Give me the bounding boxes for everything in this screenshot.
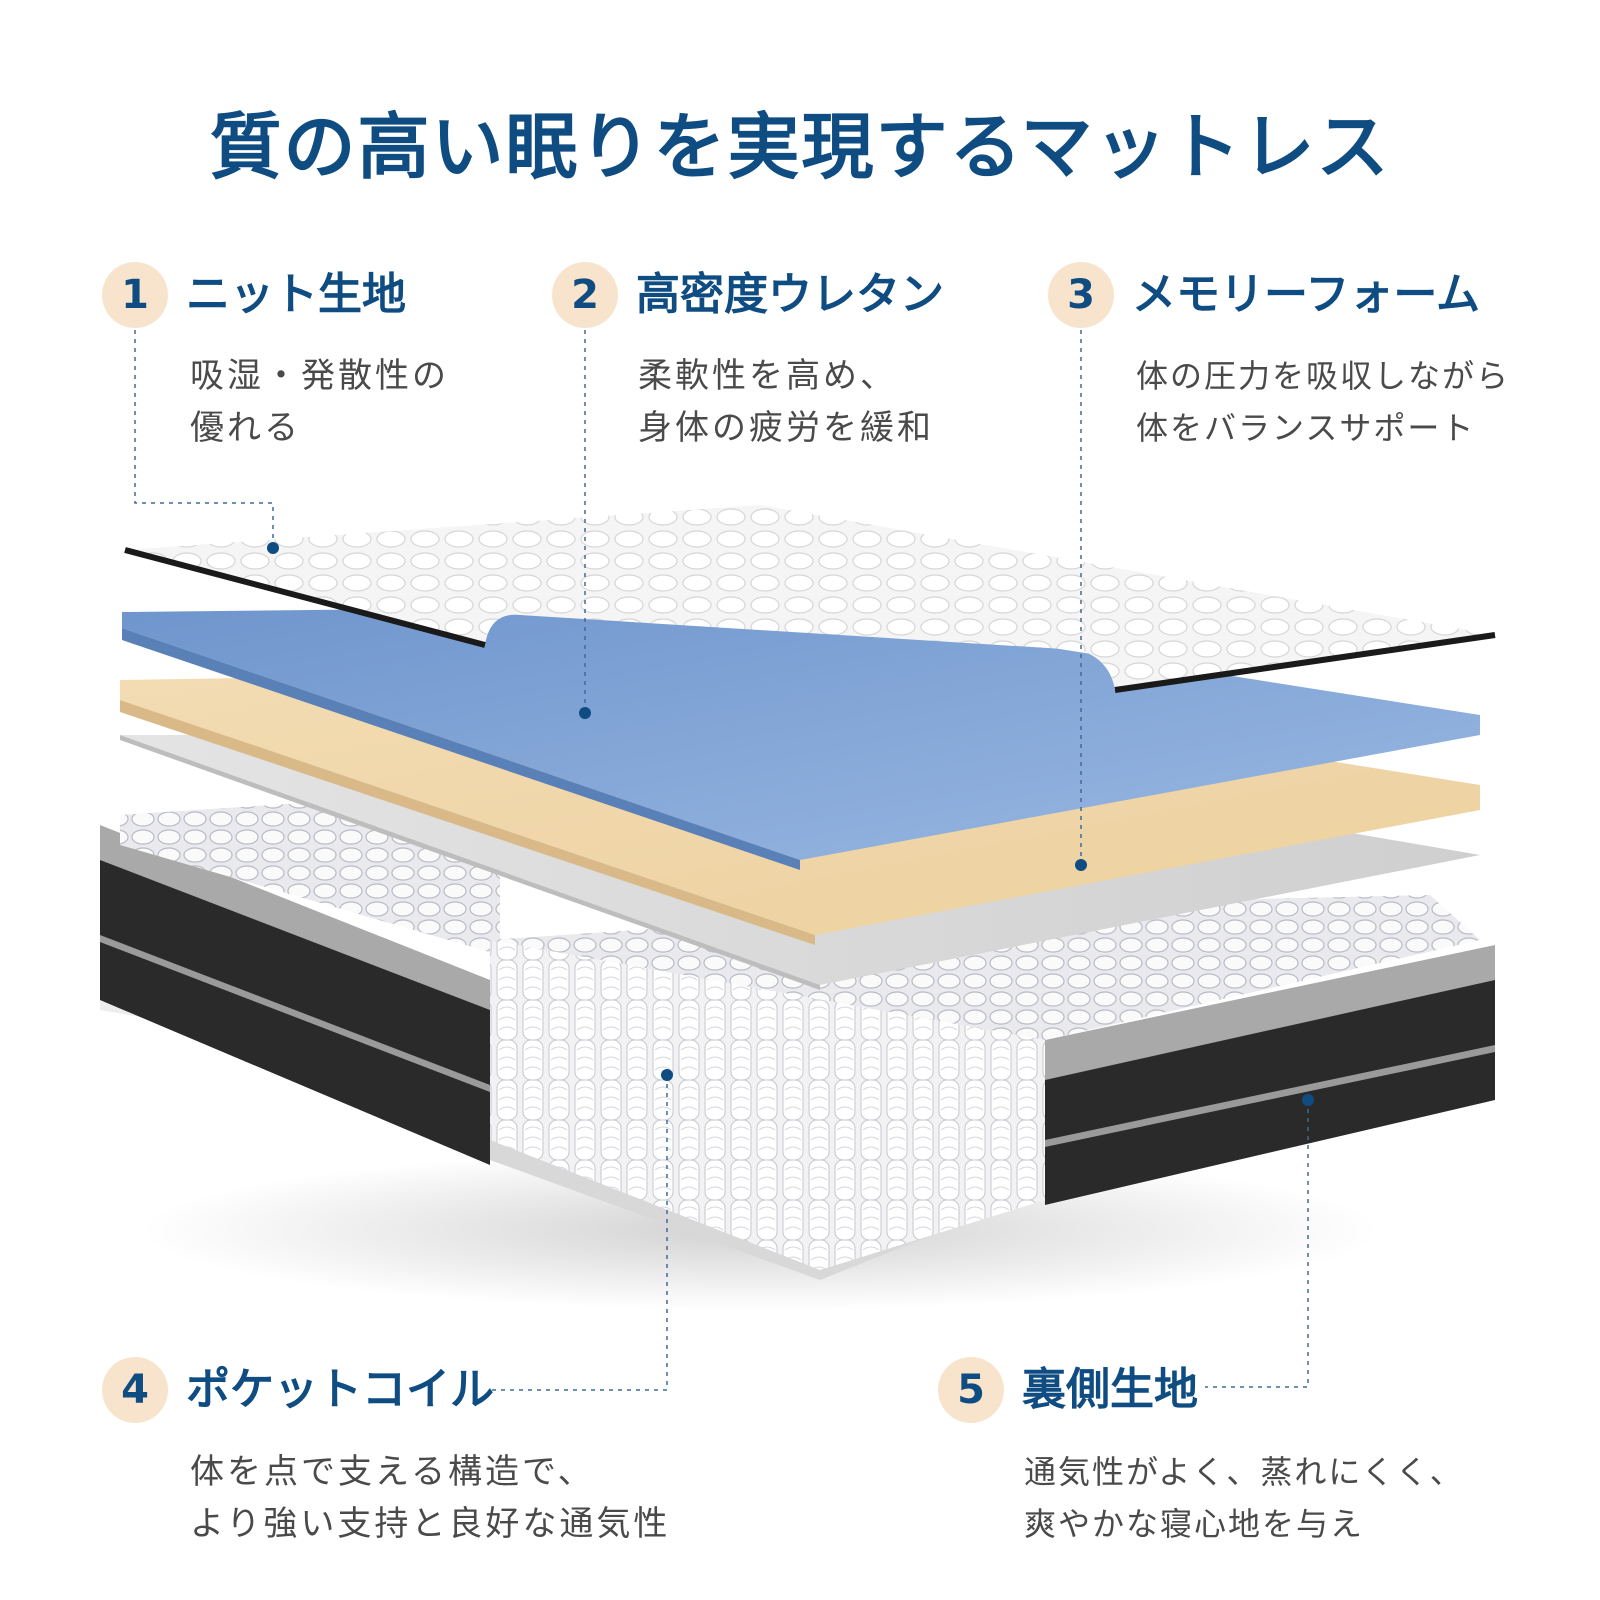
feature-number-badge: 5 [938, 1357, 1004, 1423]
description-line: 体をバランスサポート [1136, 409, 1476, 447]
leader-dot-4 [661, 1069, 673, 1081]
description-line: 優れる [190, 408, 301, 448]
felt-layer-edge [120, 735, 820, 990]
leader-dots [267, 542, 1314, 1106]
feature-description: 体を点で支える構造で、 より強い支持と良好な通気性 [190, 1446, 670, 1550]
urethane-edge [122, 628, 800, 870]
right-border-panel [1045, 955, 1495, 1205]
feature-description: 体の圧力を吸収しながら 体をバランスサポート [1136, 350, 1510, 454]
description-line: 体を点で支える構造で、 [190, 1452, 595, 1492]
feature-title: ニット生地 [186, 269, 406, 320]
leader-dot-3 [1075, 859, 1087, 871]
description-line: 柔軟性を高め、 [638, 356, 897, 396]
leader-dot-2 [579, 707, 591, 719]
left-border-grey [100, 825, 490, 1010]
right-border-stripe [1045, 1045, 1495, 1147]
leader-line-1 [134, 330, 274, 548]
left-border-panel [100, 835, 490, 1165]
left-border-stripe [100, 935, 490, 1092]
feature-title: 高密度ウレタン [636, 269, 944, 320]
leader-line-4 [490, 1075, 668, 1391]
description-line: より強い支持と良好な通気性 [190, 1504, 671, 1544]
feature-title: ポケットコイル [186, 1364, 494, 1415]
feature-number-badge: 2 [552, 262, 618, 328]
knit-fabric-layer [125, 505, 1495, 690]
coil-side-front [490, 940, 1045, 1270]
leader-dot-5 [1302, 1094, 1314, 1106]
memory-foam-edge [120, 700, 815, 945]
feature-description: 柔軟性を高め、 身体の疲労を緩和 [638, 350, 934, 454]
description-line: 通気性がよく、蒸れにくく、 [1024, 1453, 1464, 1491]
feature-number-badge: 1 [102, 262, 168, 328]
feature-description: 通気性がよく、蒸れにくく、 爽やかな寝心地を与え [1024, 1446, 1464, 1550]
description-line: 爽やかな寝心地を与え [1024, 1505, 1365, 1543]
leader-dot-1 [267, 542, 279, 554]
feature-title: メモリーフォーム [1132, 269, 1481, 320]
feature-title: 裏側生地 [1022, 1364, 1198, 1415]
coil-top-right [1000, 895, 1480, 1040]
knit-fabric-border [124, 547, 1496, 693]
right-border-grey [1045, 945, 1495, 1080]
description-line: 体の圧力を吸収しながら [1136, 357, 1511, 395]
feature-description: 吸湿・発散性の 優れる [190, 350, 449, 454]
feature-number-badge: 3 [1048, 262, 1114, 328]
description-line: 吸湿・発散性の [190, 356, 449, 396]
feature-number-badge: 4 [102, 1357, 168, 1423]
description-line: 身体の疲労を緩和 [638, 408, 934, 448]
page-title: 質の高い眠りを実現するマットレス [209, 105, 1391, 189]
leader-lines [134, 330, 1309, 1391]
